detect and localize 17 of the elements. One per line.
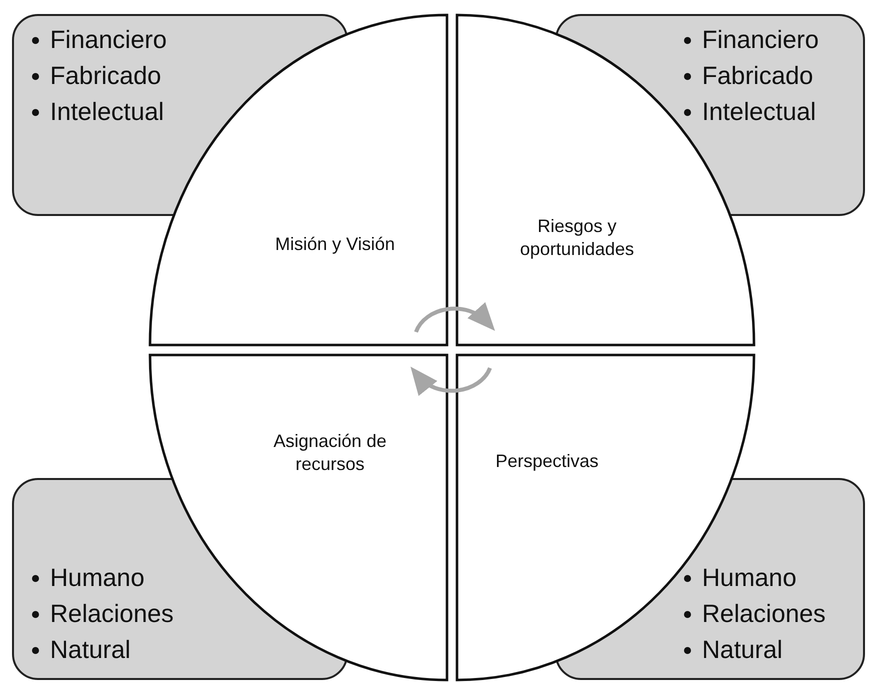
quadrant-label: Riesgos y oportunidades [518, 215, 636, 261]
bullet-item: Relaciones [702, 599, 826, 630]
quadrant-label: Asignación de recursos [272, 430, 388, 476]
bullet-item: Fabricado [50, 61, 162, 92]
bullet-item: Natural [50, 635, 132, 666]
bullet-item: Intelectual [50, 97, 165, 128]
curved-arrow [410, 367, 492, 396]
bullet-item: Intelectual [702, 97, 817, 128]
bullet-item: Financiero [50, 25, 167, 56]
bullet-item: Humano [702, 563, 798, 594]
quadrant-label: Perspectivas [494, 450, 600, 473]
bullet-item: Natural [702, 635, 784, 666]
bullet-item: Relaciones [50, 599, 174, 630]
quadrant-label: Misión y Visión [274, 233, 396, 256]
bullet-item: Humano [50, 563, 146, 594]
bullet-item: Financiero [702, 25, 819, 56]
bullet-item: Fabricado [702, 61, 814, 92]
